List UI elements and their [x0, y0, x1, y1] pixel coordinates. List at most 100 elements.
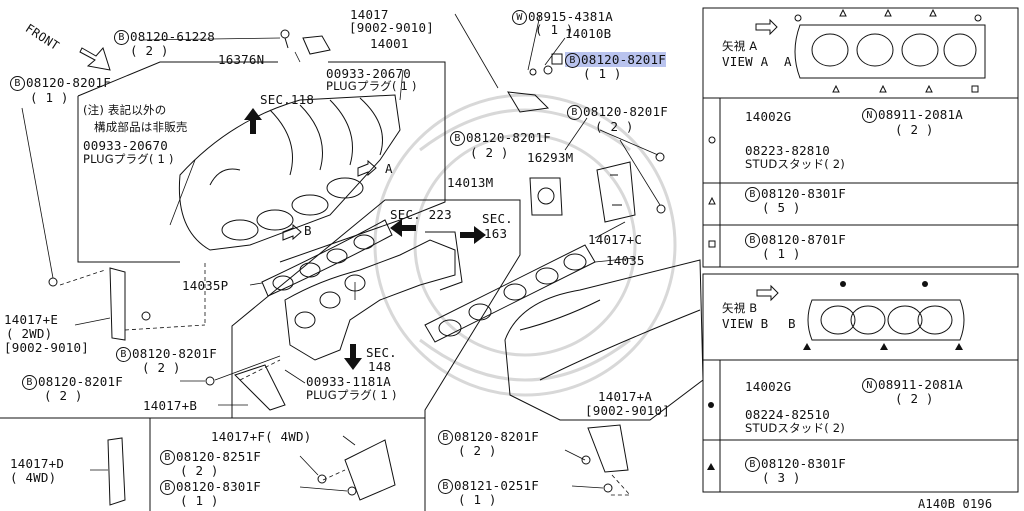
bolt-symbol-icon: B — [745, 187, 760, 202]
view-b-part-label: 14002G — [745, 379, 792, 394]
part-14001-label: 14001 — [370, 36, 409, 51]
bolt-symbol-icon: B — [114, 30, 129, 45]
bolt-symbol-icon: B — [438, 479, 453, 494]
view-a-part-label: 14002G — [745, 109, 792, 124]
part-14010b-label: 14010B — [565, 26, 612, 41]
sec-163-label: SEC. — [482, 211, 513, 226]
nut-symbol-icon: N — [862, 378, 877, 393]
bolt-symbol-icon: B — [450, 131, 465, 146]
note-line-2: 構成部品は非販売 — [94, 120, 188, 134]
manifold-frame — [77, 61, 446, 263]
view-a-stud-label: 08223-82810 — [745, 143, 830, 158]
qty-label: ( 1 ) — [762, 246, 801, 261]
plug-00933-1181a-label: 00933-1181A — [306, 374, 391, 389]
part-16293m-label: 16293M — [527, 150, 574, 165]
sec-223-label: SEC. 223 — [390, 207, 452, 222]
qty-label: ( 2 ) — [180, 463, 219, 478]
qty-label: ( 2 ) — [458, 443, 497, 458]
catalog-id-label: A140B 0196 — [918, 497, 993, 511]
view-a-gasket — [755, 8, 986, 93]
stud-description-label: STUDスタッド( 2) — [745, 157, 845, 171]
view-b-title-en: VIEW B — [722, 316, 769, 331]
part-16376n-label: 16376N — [218, 52, 265, 67]
part-14017b-label: 14017+B — [143, 398, 198, 413]
bracket-14017a-drawing — [587, 424, 629, 473]
view-a-title-en: VIEW A — [722, 54, 769, 69]
bolt-symbol-icon: B — [745, 233, 760, 248]
front-arrow-icon — [79, 47, 111, 71]
qty-label: ( 2 ) — [895, 122, 934, 137]
plug-description-label: PLUGプラグ( 1 ) — [306, 388, 397, 402]
qty-label: ( 2 ) — [142, 360, 181, 375]
sec-118-label: SEC.118 — [260, 92, 315, 107]
bracket-14017-drawing — [507, 91, 550, 113]
plug-description-label: PLUGプラグ( 1 ) — [83, 152, 174, 166]
bolt-symbol-icon: B — [567, 105, 582, 120]
bolt-symbol-icon: B — [565, 53, 580, 68]
plug-00933-20670-label: 00933-20670 — [83, 138, 168, 153]
plug-description-label: PLUGプラグ( 1 ) — [326, 79, 417, 93]
qty-label: ( 1 ) — [180, 493, 219, 508]
arrow-b-label: B — [304, 223, 312, 238]
qty-label: ( 1 ) — [30, 90, 69, 105]
view-a-letter: A — [784, 54, 792, 69]
part-14017a-label: 14017+A — [598, 389, 653, 404]
bolt-symbol-icon: B — [160, 450, 175, 465]
bracket-14017b-drawing — [234, 364, 286, 411]
bracket-14017e-drawing — [109, 267, 126, 341]
engine-head-drawing — [504, 259, 704, 421]
qty-label: ( 2 ) — [470, 145, 509, 160]
bracket-14017f-drawing — [344, 439, 396, 501]
plug-00933-20670-label: 00933-20670 — [326, 66, 411, 81]
part-14035-label: 14035 — [606, 253, 645, 268]
view-b-stud-label: 08224-82510 — [745, 407, 830, 422]
qty-label: ( 2 ) — [130, 43, 169, 58]
view-b-letter: B — [788, 316, 796, 331]
stud-description-label: STUDスタッド( 2) — [745, 421, 845, 435]
bolt-symbol-icon: B — [116, 347, 131, 362]
part-14017c-label: 14017+C — [588, 232, 643, 247]
bolt-symbol-icon: B — [160, 480, 175, 495]
part-14035p-label: 14035P — [182, 278, 229, 293]
intake-manifold-drawing — [178, 94, 401, 251]
part-14017-label: 14017 — [350, 7, 389, 22]
gasket-14035p-drawing — [261, 219, 393, 297]
nut-symbol-icon: N — [862, 108, 877, 123]
view-a-title-jp: 矢視 A — [722, 39, 758, 53]
date-range-label: [9002-9010] — [585, 403, 670, 418]
washer-symbol-icon: W — [512, 10, 527, 25]
part-14013m-label: 14013M — [447, 175, 494, 190]
part-14017e-label: 14017+E — [4, 312, 59, 327]
sec-148-number: 148 — [368, 359, 392, 374]
variant-4wd-label: ( 4WD) — [10, 470, 57, 485]
view-b-title-jp: 矢視 B — [722, 301, 758, 315]
bolt-symbol-icon: B — [22, 375, 37, 390]
date-range-label: [9002-9010] — [4, 340, 89, 355]
gasket-16293m-drawing — [529, 177, 563, 216]
view-b-gasket — [756, 284, 965, 341]
sec-163-number: 163 — [484, 226, 508, 241]
qty-label: ( 5 ) — [762, 200, 801, 215]
sec-148-label: SEC. — [366, 345, 397, 360]
bracket-14017c-drawing — [596, 161, 636, 223]
qty-label: ( 1 ) — [583, 66, 622, 81]
direction-arrows — [244, 108, 486, 370]
